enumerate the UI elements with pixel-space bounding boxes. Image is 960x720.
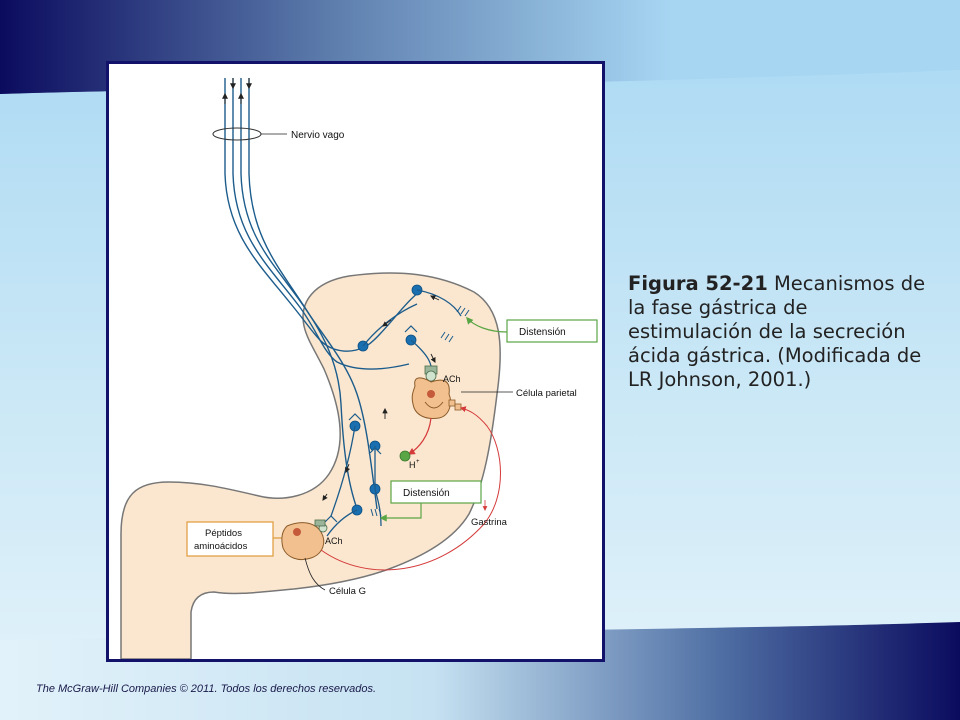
distension-arrow-bottom [379,503,422,522]
ach-label-bottom: ACh [325,536,343,546]
peptides-label-line2: aminoácidos [194,541,248,552]
vagus-direction-arrows [222,78,252,104]
copyright-footer: The McGraw-Hill Companies © 2011. Todos … [36,683,377,695]
distension-label-top: Distensión [519,327,566,338]
caption-label: Figura 52-21 [628,272,768,295]
h-ion-charge: + [416,459,420,465]
synapse-marker [348,413,362,421]
distension-label-bottom: Distensión [403,488,450,499]
stomach-body [120,272,501,659]
figure-caption: Figura 52-21 Mecanismos de la fase gástr… [628,272,928,392]
peptides-label-line1: Péptidos [205,528,242,539]
h-ion-label: H [409,460,416,470]
g-cell [281,519,328,561]
gastrin-pathway [320,406,501,571]
gastrin-label: Gastrina [471,517,508,528]
ach-label-top: ACh [443,374,461,384]
vagus-ring [212,127,262,141]
synapse-markers [324,325,418,523]
synapse-marker [404,325,418,333]
peptides-box: Péptidos aminoácidos [186,521,274,557]
vagus-nerve [224,78,420,515]
intramural-fibers [326,289,462,537]
stomach-diagram: Nervio vago [120,78,598,659]
signal-arrows [322,295,440,501]
g-cell-label: Célula G [329,586,366,597]
acid-secretion-arrow [407,417,432,455]
parietal-cell [411,365,462,419]
distension-box-bottom: Distensión [390,480,482,504]
vagus-nerve-label: Nervio vago [291,130,345,141]
caption-text: Mecanismos de la fase gástrica de estimu… [628,272,926,391]
proton-icon [399,450,411,462]
parietal-cell-label: Célula parietal [516,388,577,399]
distension-arrow-top [466,316,508,333]
figure-frame: Nervio vago [106,61,605,662]
distension-box-top: Distensión [506,319,598,343]
